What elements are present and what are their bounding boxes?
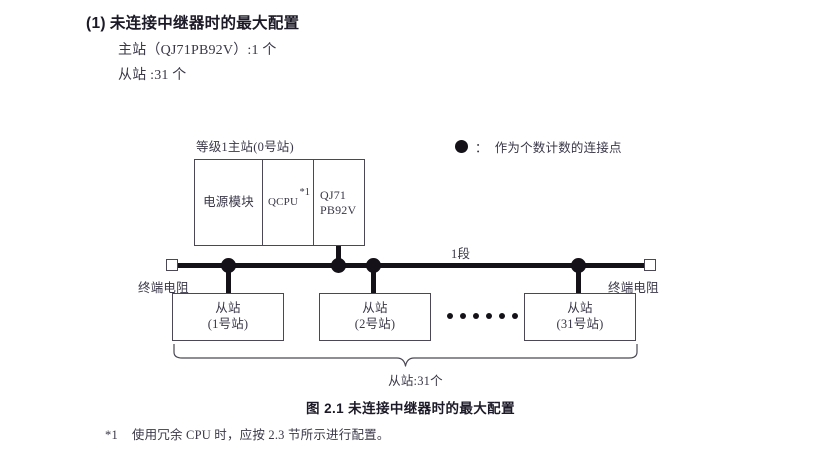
ellipsis-dot	[447, 313, 453, 319]
ellipsis-dot	[512, 313, 518, 319]
slave-2-station: (2号站)	[354, 317, 396, 331]
master-module-line1: QJ71	[320, 187, 347, 202]
section-title: 未连接中继器时的最大配置	[109, 15, 300, 32]
rack-cell-cpu: QCPU *1	[263, 160, 314, 245]
ellipsis-dot	[499, 313, 505, 319]
master-module-line2: PB92V	[320, 202, 357, 217]
brace-icon	[173, 343, 638, 367]
footnote-mark: *1	[105, 428, 118, 442]
section-number: (1)	[86, 15, 106, 32]
slave-2-name: 从站	[362, 301, 388, 316]
slave-box-1: 从站 (1号站)	[172, 293, 284, 341]
bus-trunk-line	[176, 263, 644, 268]
figure-caption: 图 2.1 未连接中继器时的最大配置	[306, 401, 515, 416]
terminator-resistor-right	[644, 259, 656, 271]
footnote-text: 使用冗余 CPU 时，应按 2.3 节所示进行配置。	[131, 428, 390, 442]
terminator-left-label: 终端电阻	[138, 281, 189, 295]
ellipsis-dot	[486, 313, 492, 319]
rack-cell-power-supply: 电源模块	[195, 160, 263, 245]
cpu-footnote-mark: *1	[299, 187, 311, 198]
slave-group-caption: 从站:31个	[0, 370, 821, 389]
slave31-drop-line	[576, 265, 581, 294]
segment-count-label: 1段	[451, 247, 471, 261]
terminator-resistor-left	[166, 259, 178, 271]
power-supply-label: 电源模块	[203, 195, 254, 209]
legend-separator: ：	[475, 141, 488, 155]
spec-master-count: 主站（QJ71PB92V）:1 个	[118, 43, 277, 58]
spec-slave-count: 从站 :31 个	[118, 68, 187, 83]
cpu-label: QCPU	[268, 195, 299, 208]
slave-31-name: 从站	[567, 301, 593, 316]
slave1-drop-line	[226, 265, 231, 294]
slave-1-name: 从站	[215, 301, 241, 316]
slave2-drop-line	[371, 265, 376, 294]
page-footnote: *1 使用冗余 CPU 时，应按 2.3 节所示进行配置。	[105, 424, 390, 443]
ellipsis-dot	[473, 313, 479, 319]
slave-1-station: (1号站)	[207, 317, 249, 331]
slave-box-31: 从站 (31号站)	[524, 293, 636, 341]
terminator-right-label: 终端电阻	[608, 281, 659, 295]
slave-group-brace	[173, 343, 638, 368]
slave-31-station: (31号站)	[556, 317, 604, 331]
master-drop-line	[336, 246, 341, 265]
section-heading: (1)未连接中继器时的最大配置	[86, 11, 299, 33]
legend-label: 作为个数计数的连接点	[494, 141, 622, 155]
filled-circle-icon	[455, 140, 468, 153]
connection-node-master	[331, 258, 346, 273]
ellipsis-dot	[460, 313, 466, 319]
master-station-title: 等级1主站(0号站)	[196, 140, 294, 154]
slave-group-caption-text: 从站:31个	[388, 374, 443, 388]
slave-box-2: 从站 (2号站)	[319, 293, 431, 341]
ellipsis-dots	[447, 313, 518, 319]
legend: ： 作为个数计数的连接点	[455, 137, 622, 156]
